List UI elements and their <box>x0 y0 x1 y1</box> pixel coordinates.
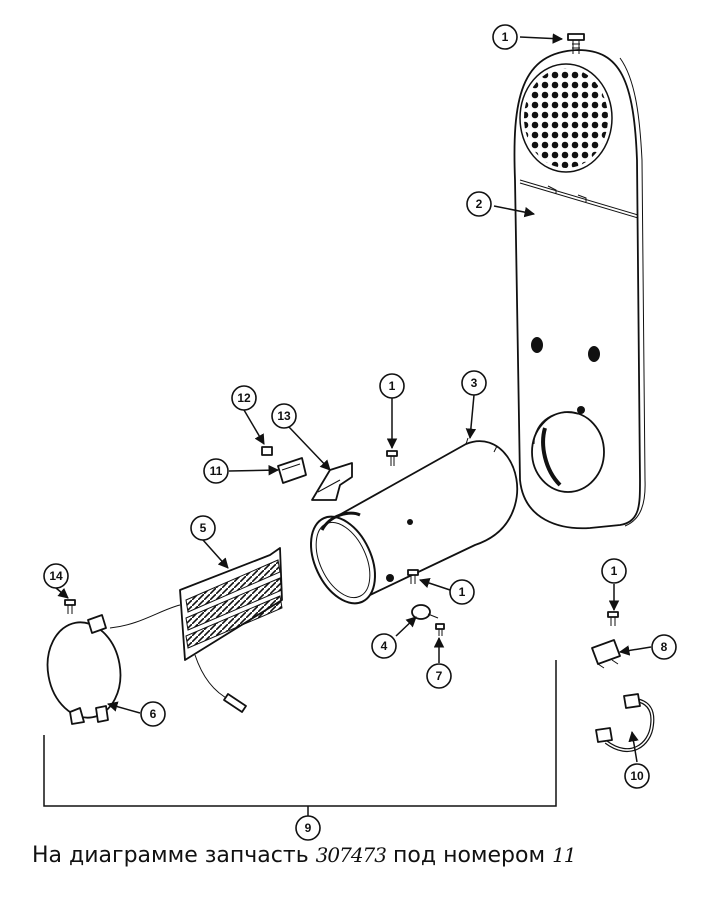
caption-part-number: 307473 <box>315 843 387 867</box>
callout-9: 9 <box>295 815 321 841</box>
svg-text:4: 4 <box>381 639 388 653</box>
svg-text:12: 12 <box>237 391 251 405</box>
svg-text:1: 1 <box>389 379 396 393</box>
callout-7: 7 <box>426 663 452 689</box>
screw-part-7 <box>435 623 445 636</box>
caption-middle: под номером <box>393 843 546 868</box>
svg-text:7: 7 <box>436 669 443 683</box>
svg-text:9: 9 <box>305 821 312 835</box>
callout-13: 13 <box>271 403 297 429</box>
svg-text:1: 1 <box>611 564 618 578</box>
caption-prefix: На диаграмме запчасть <box>32 843 309 868</box>
svg-text:6: 6 <box>150 707 157 721</box>
svg-text:13: 13 <box>277 409 291 423</box>
assembly-bracket-line <box>43 660 557 807</box>
screw-housing-bottom <box>407 569 419 584</box>
svg-text:8: 8 <box>661 640 668 654</box>
wire-harness <box>595 693 655 753</box>
callout-2: 2 <box>466 191 492 217</box>
caption: На диаграмме запчасть 307473 под номером… <box>32 843 577 868</box>
callout-1-mid: 1 <box>379 373 405 399</box>
cover-plate <box>46 614 122 725</box>
svg-text:5: 5 <box>200 521 207 535</box>
svg-text:3: 3 <box>471 376 478 390</box>
bracket <box>311 462 353 501</box>
svg-text:1: 1 <box>459 585 466 599</box>
screw-fuse <box>607 611 619 626</box>
callout-11: 11 <box>203 458 229 484</box>
callout-3: 3 <box>461 370 487 396</box>
thermal-fuse <box>591 639 621 669</box>
svg-text:14: 14 <box>49 569 63 583</box>
callout-5: 5 <box>190 515 216 541</box>
callout-1-far: 1 <box>601 558 627 584</box>
svg-text:2: 2 <box>476 197 483 211</box>
svg-text:1: 1 <box>502 30 509 44</box>
callout-1-right: 1 <box>449 579 475 605</box>
callout-8: 8 <box>651 634 677 660</box>
leader-lines <box>55 33 652 763</box>
screw-14 <box>64 599 76 614</box>
callout-1-top: 1 <box>492 24 518 50</box>
callout-4: 4 <box>371 633 397 659</box>
svg-text:11: 11 <box>210 464 223 478</box>
thermostat-part-11 <box>277 457 307 484</box>
screw-housing-top <box>386 450 398 466</box>
sensor-part-4 <box>411 604 439 620</box>
callout-14: 14 <box>43 563 69 589</box>
callout-6: 6 <box>140 701 166 727</box>
small-clip <box>261 446 273 456</box>
callout-10: 10 <box>624 763 650 789</box>
screw-top <box>567 33 585 54</box>
heating-element <box>109 547 283 713</box>
callout-12: 12 <box>231 385 257 411</box>
heater-housing <box>310 437 519 605</box>
svg-text:10: 10 <box>630 769 644 783</box>
caption-item-number: 11 <box>552 843 576 867</box>
duct-panel <box>513 49 646 530</box>
